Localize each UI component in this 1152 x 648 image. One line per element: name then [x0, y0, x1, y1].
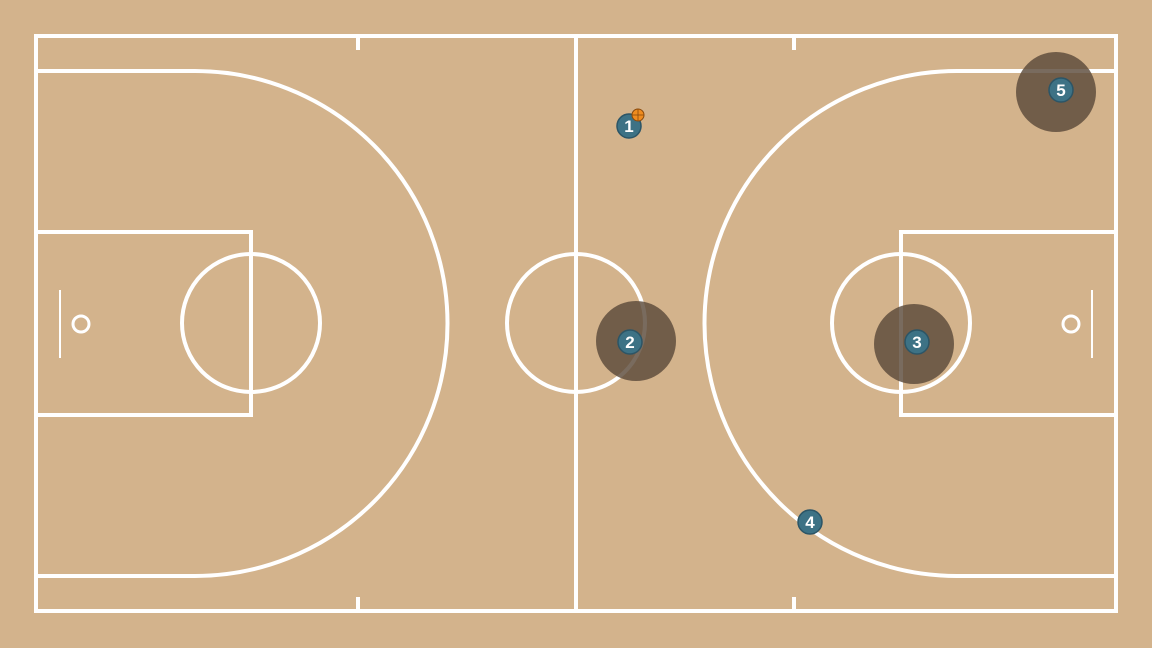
player-label: 5: [1056, 81, 1065, 100]
free-throw-circle-left: [180, 252, 322, 394]
player-4[interactable]: 4: [797, 509, 823, 535]
player-marker[interactable]: [904, 329, 930, 355]
basketball-icon: [631, 108, 645, 122]
player-marker[interactable]: [797, 509, 823, 535]
player-label: 2: [625, 333, 634, 352]
three-point-line-left: [36, 69, 450, 578]
player-5[interactable]: 5: [1048, 77, 1074, 103]
hoop-right: [1061, 314, 1081, 334]
court-lines: [34, 34, 1118, 613]
player-2[interactable]: 2: [617, 329, 643, 355]
paint-left: [34, 230, 253, 417]
free-throw-circle-right: [830, 252, 972, 394]
player-marker[interactable]: [617, 329, 643, 355]
player-1[interactable]: 1: [616, 108, 645, 139]
player-3[interactable]: 3: [904, 329, 930, 355]
player-label: 4: [805, 513, 815, 532]
player-marker[interactable]: [1048, 77, 1074, 103]
player-label: 1: [624, 117, 633, 136]
hoop-left: [71, 314, 91, 334]
three-point-line-right: [702, 69, 1116, 578]
player-label: 3: [912, 333, 921, 352]
